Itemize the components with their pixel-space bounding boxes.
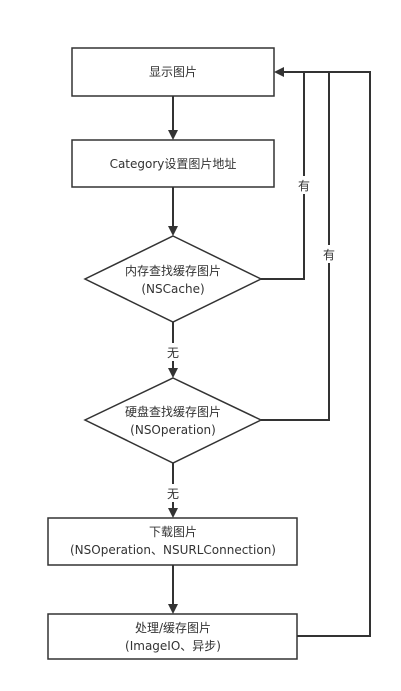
node-process-line1: 处理/缓存图片 [135, 621, 211, 635]
edge-process-to-show [274, 67, 371, 637]
node-show-image: 显示图片 [71, 47, 275, 97]
node-disk-lookup-line2: (NSOperation) [130, 423, 216, 437]
node-download-line2: (NSOperation、NSURLConnection) [70, 543, 276, 557]
edge-label-disk-miss-bg [162, 484, 184, 502]
node-memory-lookup: 内存查找缓存图片 (NSCache) [83, 235, 263, 323]
edge-label-memory-hit-bg [293, 176, 315, 194]
node-process-line2: (ImageIO、异步) [125, 639, 221, 653]
node-set-url-label: Category设置图片地址 [110, 157, 237, 171]
node-download-line1: 下载图片 [149, 525, 197, 539]
edge-label-disk-miss: 无 [167, 487, 179, 501]
edge-label-memory-miss-bg [162, 343, 184, 361]
edge-label-memory-hit: 有 [298, 179, 310, 193]
edge-memory-hit [261, 72, 305, 280]
node-disk-lookup-line1: 硬盘查找缓存图片 [125, 404, 221, 419]
node-download: 下载图片 (NSOperation、NSURLConnection) [47, 517, 298, 566]
node-process: 处理/缓存图片 (ImageIO、异步) [47, 613, 298, 660]
edge-disk-hit [261, 72, 330, 421]
node-show-image-label: 显示图片 [149, 65, 197, 79]
edge-label-memory-miss: 无 [167, 346, 179, 360]
edge-label-disk-hit-bg [318, 245, 340, 263]
node-memory-lookup-line2: (NSCache) [141, 282, 204, 296]
edge-label-disk-hit: 有 [323, 248, 335, 262]
node-memory-lookup-line1: 内存查找缓存图片 [125, 264, 221, 278]
node-set-url: Category设置图片地址 [71, 139, 275, 188]
node-disk-lookup: 硬盘查找缓存图片 (NSOperation) [83, 377, 263, 464]
